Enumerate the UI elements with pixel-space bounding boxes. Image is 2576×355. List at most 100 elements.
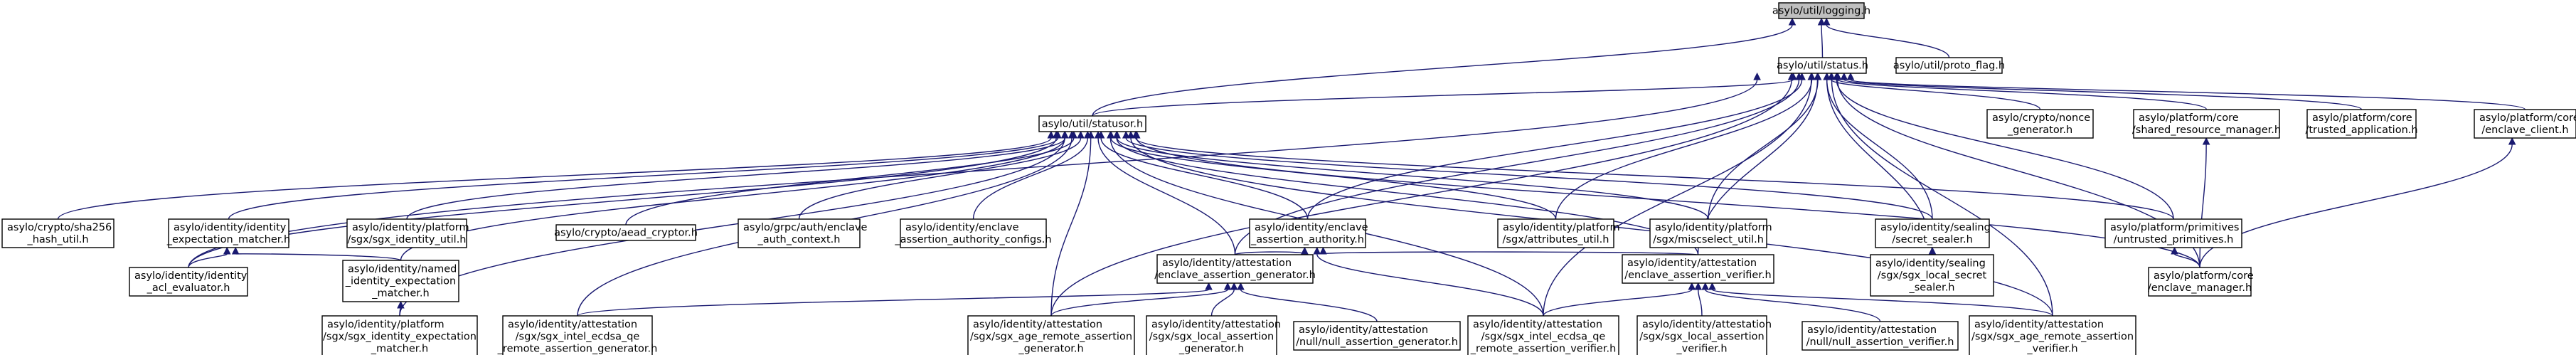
node-box[interactable] bbox=[1870, 254, 1994, 297]
edge-line bbox=[2199, 144, 2207, 268]
node-box[interactable] bbox=[342, 260, 459, 302]
node-label: asylo/identity/platform bbox=[352, 222, 469, 233]
edge-line bbox=[2199, 144, 2513, 268]
edge-line bbox=[1050, 289, 1228, 317]
edge-assert_generator-to-ecdsa_gen bbox=[577, 282, 1213, 317]
edge-secret_sealer-to-sgx_local_sealer bbox=[1928, 246, 1937, 255]
node-sgx-identity-util[interactable]: asylo/identity/platform/sgx/sgx_identity… bbox=[346, 218, 469, 248]
node-box[interactable] bbox=[738, 218, 861, 248]
node-assert-auth-configs[interactable]: asylo/identity/enclave_assertion_authori… bbox=[894, 218, 1052, 248]
node-attributes-util[interactable]: asylo/identity/platform/sgx/attributes_u… bbox=[1497, 218, 1620, 248]
node-enclave-manager[interactable]: asylo/platform/core/enclave_manager.h bbox=[2148, 267, 2254, 297]
node-box[interactable] bbox=[1, 218, 115, 248]
node-secret-sealer[interactable]: asylo/identity/sealing/secret_sealer.h bbox=[1875, 218, 1991, 248]
node-id-exp-matcher[interactable]: asylo/identity/identity_expectation_matc… bbox=[166, 218, 290, 248]
node-assert-verifier[interactable]: asylo/identity/attestation/enclave_asser… bbox=[1622, 254, 1774, 284]
node-box[interactable] bbox=[1875, 218, 1990, 248]
node-miscselect-util[interactable]: asylo/identity/platform/sgx/miscselect_u… bbox=[1649, 218, 1772, 248]
edge-statusor-to-sha256 bbox=[57, 130, 1055, 220]
edge-assert_generator-to-age_remote_gen bbox=[1050, 282, 1232, 317]
node-box[interactable] bbox=[1636, 315, 1767, 355]
node-box[interactable] bbox=[1293, 321, 1461, 351]
edge-arrowhead bbox=[1060, 130, 1069, 139]
node-box[interactable] bbox=[555, 224, 696, 241]
node-label: asylo/identity/attestation bbox=[508, 319, 637, 331]
node-box[interactable] bbox=[1467, 315, 1619, 355]
node-box[interactable] bbox=[1649, 218, 1767, 248]
edge-arrowhead bbox=[1688, 282, 1696, 290]
node-age-remote-gen[interactable]: asylo/identity/attestation/sgx/sgx_age_r… bbox=[967, 315, 1135, 355]
edge-status-to-age_remote_ver bbox=[1828, 72, 2053, 317]
node-sgx-id-exp-matcher[interactable]: asylo/identity/platform/sgx/sgx_identity… bbox=[321, 315, 478, 355]
node-statusor[interactable]: asylo/util/statusor.h bbox=[1038, 115, 1146, 132]
edge-assert_authority-to-ecdsa_ver bbox=[1313, 246, 1544, 317]
node-assert-authority[interactable]: asylo/identity/enclave_assertion_authori… bbox=[1249, 218, 1368, 248]
node-aead[interactable]: asylo/crypto/aead_cryptor.h bbox=[554, 224, 698, 241]
node-label: _remote_assertion_generator.h bbox=[497, 344, 658, 355]
node-box[interactable] bbox=[1497, 218, 1614, 248]
node-box[interactable] bbox=[967, 315, 1135, 355]
node-label: asylo/identity/enclave bbox=[1255, 222, 1368, 233]
node-assert-generator[interactable]: asylo/identity/attestation/enclave_asser… bbox=[1154, 254, 1316, 284]
node-box[interactable] bbox=[1146, 315, 1277, 355]
node-label: _assertion_authority.h bbox=[1250, 234, 1364, 245]
edge-line bbox=[228, 137, 1059, 220]
node-untrusted-prims[interactable]: asylo/platform/primitives/untrusted_prim… bbox=[2104, 218, 2242, 248]
node-box[interactable] bbox=[1969, 315, 2136, 355]
node-box[interactable] bbox=[2306, 109, 2417, 139]
node-enclave-client[interactable]: asylo/platform/core/enclave_client.h bbox=[2474, 109, 2576, 139]
node-status[interactable]: asylo/util/status.h bbox=[1777, 57, 1868, 74]
edge-status-to-attributes_util bbox=[1555, 72, 1816, 220]
node-box[interactable] bbox=[1986, 109, 2094, 139]
node-shared-res[interactable]: asylo/platform/core/shared_resource_mana… bbox=[2132, 109, 2281, 139]
node-label: asylo/identity/identity bbox=[174, 222, 287, 233]
node-null-ver[interactable]: asylo/identity/attestation/null/null_ass… bbox=[1801, 321, 1959, 351]
node-acl-eval[interactable]: asylo/identity/identity_acl_evaluator.h bbox=[129, 267, 248, 297]
edge-line bbox=[1850, 79, 2526, 110]
node-box[interactable] bbox=[1249, 218, 1366, 248]
node-box[interactable] bbox=[502, 315, 653, 355]
node-box[interactable] bbox=[2474, 109, 2576, 139]
node-box[interactable] bbox=[1778, 2, 1865, 19]
node-box[interactable] bbox=[129, 267, 248, 297]
edge-line bbox=[1826, 24, 1950, 58]
node-age-remote-ver[interactable]: asylo/identity/attestation/sgx/sgx_age_r… bbox=[1969, 315, 2136, 355]
node-box[interactable] bbox=[1038, 115, 1146, 132]
node-box[interactable] bbox=[321, 315, 478, 355]
node-grpc-enclave[interactable]: asylo/grpc/auth/enclave_auth_context.h bbox=[738, 218, 867, 248]
node-ecdsa-ver[interactable]: asylo/identity/attestation/sgx/sgx_intel… bbox=[1467, 315, 1619, 355]
node-local-gen[interactable]: asylo/identity/attestation/sgx/sgx_local… bbox=[1146, 315, 1281, 355]
node-label: /shared_resource_manager.h bbox=[2132, 124, 2281, 136]
node-nonce-gen[interactable]: asylo/crypto/nonce_generator.h bbox=[1986, 109, 2094, 139]
edge-status-to-miscselect_util bbox=[1708, 72, 1822, 220]
node-trusted-app[interactable]: asylo/platform/core/trusted_application.… bbox=[2305, 109, 2418, 139]
node-box[interactable] bbox=[1778, 57, 1867, 74]
node-sha256[interactable]: asylo/crypto/sha256_hash_util.h bbox=[1, 218, 115, 248]
node-null-gen[interactable]: asylo/identity/attestation/null/null_ass… bbox=[1293, 321, 1461, 351]
node-box[interactable] bbox=[1801, 321, 1959, 351]
node-box[interactable] bbox=[168, 218, 289, 248]
node-box[interactable] bbox=[1156, 254, 1314, 284]
node-named-id-exp[interactable]: asylo/identity/named_identity_expectatio… bbox=[342, 260, 459, 302]
node-local-ver[interactable]: asylo/identity/attestation/sgx/sgx_local… bbox=[1636, 315, 1772, 355]
node-ecdsa-gen[interactable]: asylo/identity/attestation/sgx/sgx_intel… bbox=[497, 315, 658, 355]
node-proto-flag[interactable]: asylo/util/proto_flag.h bbox=[1893, 57, 2005, 74]
node-box[interactable] bbox=[2104, 218, 2242, 248]
node-box[interactable] bbox=[346, 218, 467, 248]
node-box[interactable] bbox=[2148, 267, 2252, 297]
node-label: /sgx/sgx_local_assertion bbox=[1639, 332, 1764, 343]
node-logging[interactable]: asylo/util/logging.h bbox=[1772, 2, 1870, 19]
edge-statusor-to-grpc_enclave bbox=[798, 130, 1085, 220]
node-label: /untrusted_primitives.h bbox=[2114, 234, 2234, 245]
node-box[interactable] bbox=[2133, 109, 2280, 139]
edge-assert_verifier-to-null_ver bbox=[1701, 282, 1881, 322]
node-box[interactable] bbox=[1895, 57, 2003, 74]
node-label: _matcher.h bbox=[371, 288, 429, 300]
node-box[interactable] bbox=[1622, 254, 1774, 284]
node-sgx-local-sealer[interactable]: asylo/identity/sealing/sgx/sgx_local_sec… bbox=[1870, 254, 1994, 297]
edge-arrowhead bbox=[1807, 72, 1816, 80]
node-label: /null/null_assertion_verifier.h bbox=[1806, 337, 1954, 348]
node-box[interactable] bbox=[900, 218, 1047, 248]
edge-line bbox=[1543, 79, 1812, 317]
